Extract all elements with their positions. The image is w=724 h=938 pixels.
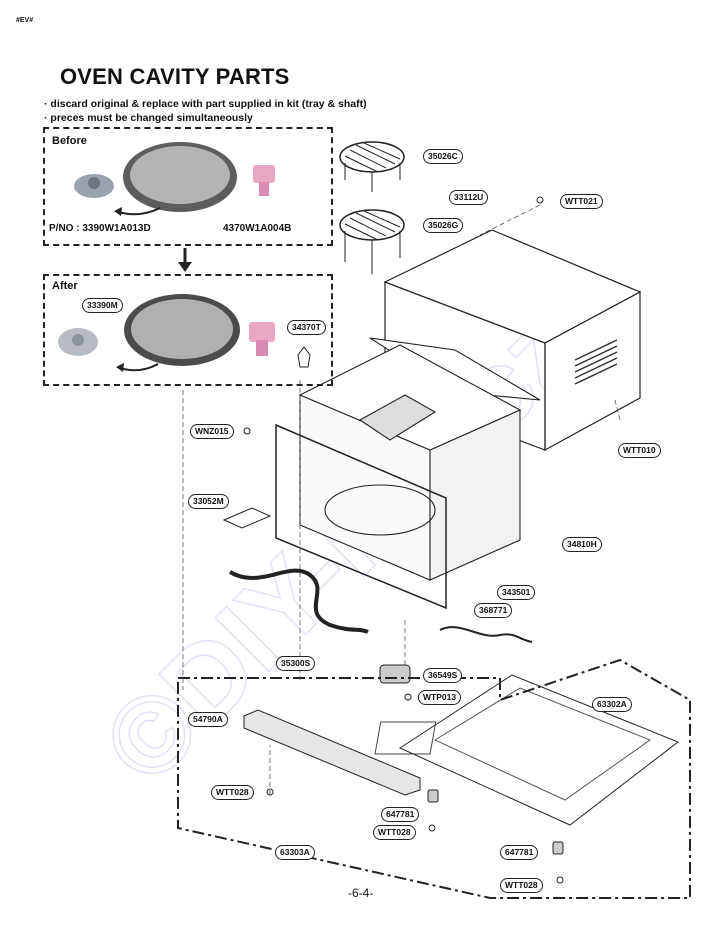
after-roller bbox=[58, 328, 98, 356]
callout-63302A: 63302A bbox=[592, 697, 632, 712]
callout-34810H: 34810H bbox=[562, 537, 602, 552]
after-label: After bbox=[52, 280, 78, 292]
callout-35026G: 35026G bbox=[423, 218, 464, 233]
callout-after-tray: 33390M bbox=[82, 298, 123, 313]
before-box bbox=[43, 127, 333, 246]
callout-33112U: 33112U bbox=[449, 190, 489, 205]
foot bbox=[427, 789, 564, 855]
callout-WTT028-b: WTT028 bbox=[373, 825, 416, 840]
rack-lower bbox=[339, 209, 405, 274]
leader-lines bbox=[182, 204, 621, 795]
callout-WTT028-c: WTT028 bbox=[500, 878, 543, 893]
callout-63303A: 63303A bbox=[275, 845, 315, 860]
callout-WTT028-a: WTT028 bbox=[211, 785, 254, 800]
wire-harness-368771 bbox=[439, 626, 533, 643]
coupler-small bbox=[297, 346, 311, 368]
callout-647781-b: 647781 bbox=[500, 845, 539, 860]
callout-35300S: 35300S bbox=[276, 656, 316, 671]
after-shaft bbox=[249, 322, 275, 356]
page-number: -6-4- bbox=[348, 886, 374, 900]
oven-cavity bbox=[275, 337, 541, 610]
base-plate bbox=[374, 674, 679, 826]
header-tag: #EV# bbox=[16, 17, 34, 24]
note-1: · discard original & replace with part s… bbox=[44, 98, 367, 110]
high-voltage-harness bbox=[228, 568, 369, 634]
front-rail bbox=[243, 709, 421, 796]
page-title: OVEN CAVITY PARTS bbox=[60, 64, 290, 89]
callout-36549S: 36549S bbox=[423, 668, 463, 683]
before-label: Before bbox=[52, 135, 87, 147]
callout-647781-a: 647781 bbox=[381, 807, 420, 822]
note-2: · preces must be changed simultaneously bbox=[44, 112, 253, 124]
callout-WTP013: WTP013 bbox=[418, 690, 462, 705]
rack-upper bbox=[339, 141, 405, 192]
before-pno: P/NO : 3390W1A013D bbox=[49, 223, 151, 234]
before-shaft bbox=[253, 165, 275, 196]
after-box bbox=[43, 274, 333, 386]
before-roller bbox=[74, 174, 114, 198]
turntable-motor bbox=[379, 664, 411, 684]
callout-343501: 343501 bbox=[497, 585, 536, 600]
callout-368771: 368771 bbox=[474, 603, 513, 618]
callout-WTT021: WTT021 bbox=[560, 194, 603, 209]
callout-WTT010: WTT010 bbox=[618, 443, 661, 458]
callout-33052M: 33052M bbox=[188, 494, 229, 509]
base-group-outline bbox=[177, 658, 691, 899]
screws bbox=[243, 196, 564, 884]
before-shaft-part: 4370W1A004B bbox=[223, 223, 292, 234]
callout-35026C: 35026C bbox=[423, 149, 463, 164]
callout-54790A: 54790A bbox=[188, 712, 228, 727]
outer-case bbox=[383, 229, 642, 452]
callout-after-shaft: 34370T bbox=[287, 320, 326, 335]
after-tray bbox=[124, 294, 240, 366]
before-tray bbox=[123, 142, 237, 212]
cover-plate-33052M bbox=[222, 507, 272, 529]
before-arrow bbox=[117, 207, 161, 216]
callout-WNZ015: WNZ015 bbox=[190, 424, 234, 439]
